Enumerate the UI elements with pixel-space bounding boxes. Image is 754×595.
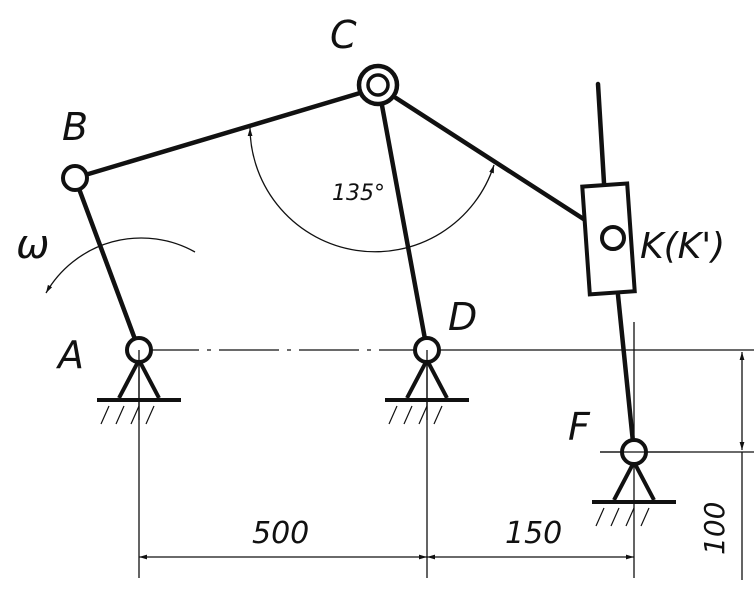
label-D: D (448, 295, 477, 339)
angle-arc-135 (247, 127, 495, 253)
link-BC (72, 90, 363, 181)
label-K: K(K') (640, 226, 725, 267)
dimension-lines (138, 322, 754, 580)
label-F: F (568, 405, 591, 449)
label-A: A (55, 333, 84, 377)
link-CK (393, 95, 616, 241)
label-C: C (330, 13, 357, 57)
omega-rotation-arrow (45, 237, 196, 294)
label-B: B (62, 105, 88, 149)
dimension-DF: 150 (505, 516, 562, 551)
link-CD (378, 97, 430, 353)
joint-C-inner (366, 73, 390, 97)
link-AB (72, 175, 142, 353)
rocker-rod-lower (615, 292, 637, 455)
label-omega: ω (16, 222, 50, 268)
rocker-rod-upper (595, 81, 607, 186)
dimension-AD: 500 (252, 516, 309, 551)
joint-B (61, 164, 89, 192)
angle-label: 135° (332, 181, 385, 206)
dimension-F-offset: 100 (698, 502, 731, 555)
joint-K (600, 225, 626, 251)
